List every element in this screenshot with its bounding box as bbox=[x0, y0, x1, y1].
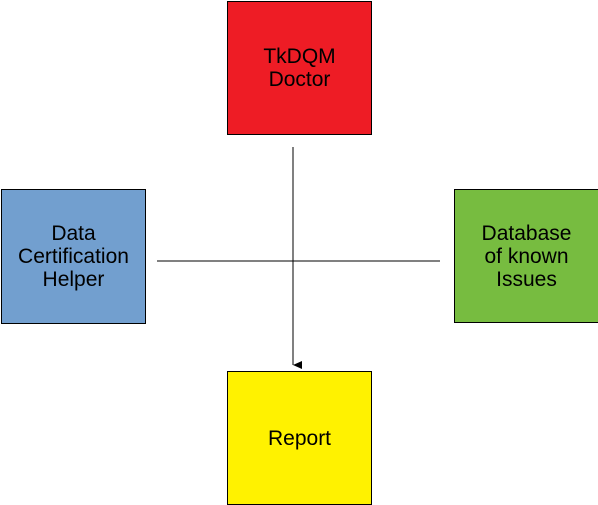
data-certification-helper-label: Data Certification Helper bbox=[18, 222, 129, 291]
tkdqm-doctor-box: TkDQM Doctor bbox=[227, 1, 372, 135]
data-certification-helper-box: Data Certification Helper bbox=[1, 189, 146, 324]
report-box: Report bbox=[227, 371, 372, 505]
known-issues-database-label: Database of known Issues bbox=[481, 221, 572, 291]
tkdqm-doctor-label: TkDQM Doctor bbox=[263, 45, 336, 91]
report-label: Report bbox=[267, 426, 332, 450]
known-issues-database-box: Database of known Issues bbox=[454, 189, 598, 323]
